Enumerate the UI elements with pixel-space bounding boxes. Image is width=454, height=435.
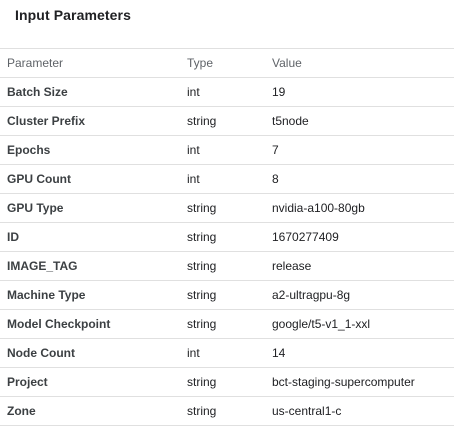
parameter-type: string — [179, 193, 264, 223]
section-title: Input Parameters — [15, 7, 131, 23]
parameter-name: IMAGE_TAG — [0, 251, 179, 281]
parameter-type: string — [179, 367, 264, 397]
table-row: GPU Count int 8 — [0, 164, 454, 194]
table-row: ID string 1670277409 — [0, 222, 454, 252]
parameter-name: Batch Size — [0, 77, 179, 107]
column-header-type[interactable]: Type — [179, 48, 264, 78]
parameter-type: string — [179, 222, 264, 252]
parameter-type: int — [179, 338, 264, 368]
parameter-type: string — [179, 106, 264, 136]
table-row: Cluster Prefix string t5node — [0, 106, 454, 136]
table-row: Machine Type string a2-ultragpu-8g — [0, 280, 454, 310]
column-header-value[interactable]: Value — [264, 48, 454, 78]
table-row: Model Checkpoint string google/t5-v1_1-x… — [0, 309, 454, 339]
table-row: Epochs int 7 — [0, 135, 454, 165]
parameter-type: int — [179, 135, 264, 165]
parameter-name: Epochs — [0, 135, 179, 165]
parameter-name: Machine Type — [0, 280, 179, 310]
parameter-value: release — [264, 251, 454, 281]
parameter-value: us-central1-c — [264, 396, 454, 426]
parameter-name: Node Count — [0, 338, 179, 368]
parameter-value: nvidia-a100-80gb — [264, 193, 454, 223]
table-row: Project string bct-staging-supercomputer — [0, 367, 454, 397]
table-row: Node Count int 14 — [0, 338, 454, 368]
column-header-parameter[interactable]: Parameter — [0, 48, 179, 78]
parameter-value: 1670277409 — [264, 222, 454, 252]
table-row: GPU Type string nvidia-a100-80gb — [0, 193, 454, 223]
parameter-type: string — [179, 396, 264, 426]
parameter-name: Zone — [0, 396, 179, 426]
parameter-value: 8 — [264, 164, 454, 194]
parameter-name: GPU Type — [0, 193, 179, 223]
parameter-value: 14 — [264, 338, 454, 368]
parameter-type: string — [179, 280, 264, 310]
table-row: Zone string us-central1-c — [0, 396, 454, 426]
parameter-value: google/t5-v1_1-xxl — [264, 309, 454, 339]
parameter-value: 19 — [264, 77, 454, 107]
table-row: Batch Size int 19 — [0, 77, 454, 107]
parameter-type: string — [179, 251, 264, 281]
parameter-name: GPU Count — [0, 164, 179, 194]
parameter-name: ID — [0, 222, 179, 252]
parameter-value: a2-ultragpu-8g — [264, 280, 454, 310]
input-parameters-table: Parameter Type Value Batch Size int 19 C… — [0, 48, 454, 426]
parameter-name: Project — [0, 367, 179, 397]
parameter-value: bct-staging-supercomputer — [264, 367, 454, 397]
parameter-name: Model Checkpoint — [0, 309, 179, 339]
table-row: IMAGE_TAG string release — [0, 251, 454, 281]
parameter-type: int — [179, 164, 264, 194]
parameter-type: int — [179, 77, 264, 107]
parameter-type: string — [179, 309, 264, 339]
parameter-value: t5node — [264, 106, 454, 136]
table-header-row: Parameter Type Value — [0, 48, 454, 78]
parameter-name: Cluster Prefix — [0, 106, 179, 136]
parameter-value: 7 — [264, 135, 454, 165]
